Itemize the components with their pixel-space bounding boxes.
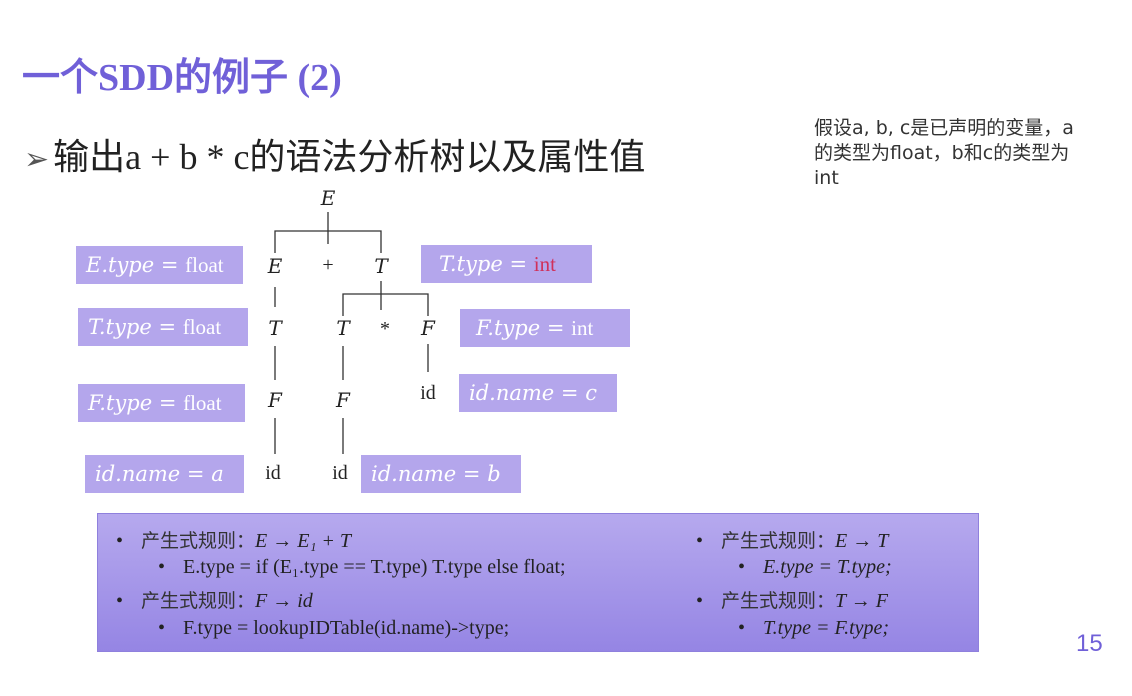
attr-e-type: E.type = float [76, 246, 243, 284]
bullet-icon: • [116, 530, 124, 552]
attr-eq: = [554, 381, 586, 405]
rule-semantic: • F.type = lookupIDTable(id.name)->type; [158, 617, 509, 640]
rule-semantic: • T.type = F.type; [738, 617, 889, 640]
tree-node-id-left: id [265, 462, 281, 484]
slide-subtitle: ➢输出a + b * c的语法分析树以及属性值 [24, 128, 645, 180]
attr-name: T.type [88, 315, 152, 339]
attr-f-type-float: F.type = float [78, 384, 245, 422]
rule-semantic: • E.type = T.type; [738, 556, 892, 579]
bullet-icon: • [158, 617, 166, 639]
attr-id-name-a: id.name = a [85, 455, 244, 493]
bullet-icon: • [116, 590, 124, 612]
attr-eq: = [154, 253, 186, 277]
attr-name: F.type [476, 316, 541, 340]
attr-eq: = [151, 315, 183, 339]
attr-value-highlight: int [533, 252, 556, 276]
subtitle-expression: a + b * c [125, 137, 250, 177]
bullet-icon: • [738, 556, 746, 578]
attr-f-type-int: F.type = int [460, 309, 630, 347]
arrow-bullet-icon: ➢ [24, 142, 50, 177]
subtitle-suffix: 的语法分析树以及属性值 [249, 137, 646, 178]
semantic-text: E.type = T.type; [763, 556, 892, 578]
attr-eq: = [180, 462, 212, 486]
attr-value: a [211, 462, 224, 486]
tree-node-id-mid: id [332, 462, 348, 484]
bullet-icon: • [696, 530, 704, 552]
tree-node-f-mid: F [336, 388, 350, 412]
tree-node-f-right: F [421, 316, 435, 340]
semantic-rules-box: • 产生式规则：E → E₁ + T • E.type = if (E₁.typ… [97, 513, 979, 652]
production-text: E → E₁ + T [255, 530, 352, 552]
production-text: T → F [835, 590, 888, 612]
attr-name: E.type [86, 253, 155, 277]
production-text: F → id [255, 590, 313, 612]
bullet-icon: • [158, 556, 166, 578]
rule-semantic: • E.type = if (E₁.type == T.type) T.type… [158, 556, 566, 579]
rule-production: • 产生式规则：F → id [116, 586, 313, 613]
bullet-icon: • [738, 617, 746, 639]
subtitle-prefix: 输出 [53, 137, 126, 178]
attr-eq: = [152, 391, 184, 415]
attr-name: id.name [95, 462, 181, 486]
rule-production: • 产生式规则：E → T [696, 526, 888, 553]
production-text: E → T [835, 530, 889, 552]
tree-node-t: T [374, 254, 388, 278]
tree-node-e: E [267, 254, 283, 278]
attr-name: F.type [88, 391, 153, 415]
attr-t-type-float: T.type = float [78, 308, 248, 346]
rule-label: 产生式规则： [721, 530, 836, 552]
rule-production: • 产生式规则：E → E₁ + T [116, 526, 351, 553]
semantic-text: T.type = F.type; [763, 617, 890, 639]
semantic-text: F.type = lookupIDTable(id.name)->type; [183, 617, 510, 639]
attr-name: id.name [469, 381, 555, 405]
tree-node-star: * [380, 318, 390, 340]
attr-eq: = [502, 252, 534, 276]
tree-node-f-left: F [268, 388, 282, 412]
attr-eq: = [456, 462, 488, 486]
rule-label: 产生式规则： [721, 590, 836, 612]
tree-node-t-left: T [268, 316, 282, 340]
attr-id-name-b: id.name = b [361, 455, 521, 493]
assumption-note: 假设a, b, c是已声明的变量，a的类型为float，b和c的类型为int [814, 117, 1074, 189]
rule-label: 产生式规则： [141, 590, 256, 612]
slide-title: 一个SDD的例子 (2) [22, 57, 342, 99]
tree-node-root-e: E [320, 186, 336, 210]
attr-value: float [183, 391, 222, 415]
attr-value: float [182, 315, 222, 339]
attr-value: b [487, 462, 501, 486]
attr-name: id.name [371, 462, 457, 486]
semantic-text: E.type = if (E₁.type == T.type) T.type e… [183, 556, 566, 578]
attr-eq: = [540, 316, 572, 340]
attr-id-name-c: id.name = c [459, 374, 617, 412]
bullet-icon: • [696, 590, 704, 612]
attr-name: T.type [439, 252, 503, 276]
tree-node-t-mid: T [336, 316, 350, 340]
tree-node-id-right: id [420, 382, 436, 404]
tree-node-plus: + [322, 254, 334, 276]
page-number: 15 [1076, 630, 1103, 657]
rule-label: 产生式规则： [141, 530, 256, 552]
rule-production: • 产生式规则：T → F [696, 586, 888, 613]
attr-value: float [185, 253, 224, 277]
attr-value: c [585, 381, 597, 405]
attr-t-type-int: T.type = int [421, 245, 592, 283]
attr-value: int [571, 316, 594, 340]
